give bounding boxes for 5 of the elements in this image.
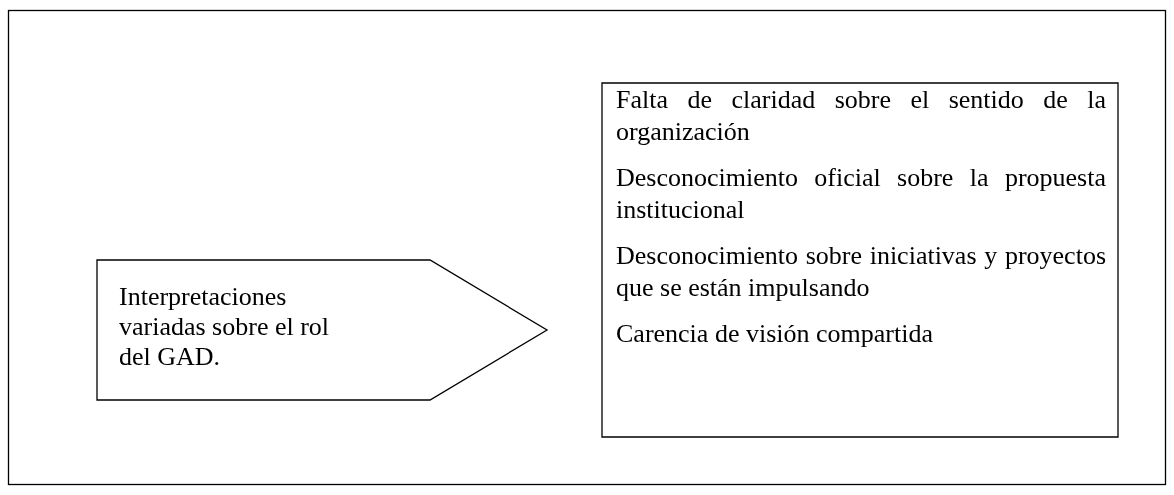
node-text: Carencia de visión compartida: [616, 318, 934, 350]
node-text: Desconocimiento oficial sobre la propuesta institucional: [616, 162, 1106, 226]
node-text: Falta de claridad sobre el sentido de la organización: [616, 84, 1106, 148]
node-text: Interpretaciones variadas sobre el rol del GAD.: [119, 282, 331, 372]
node-text: Desconocimiento sobre iniciativas y proyectos que se están impulsando: [616, 240, 1106, 304]
